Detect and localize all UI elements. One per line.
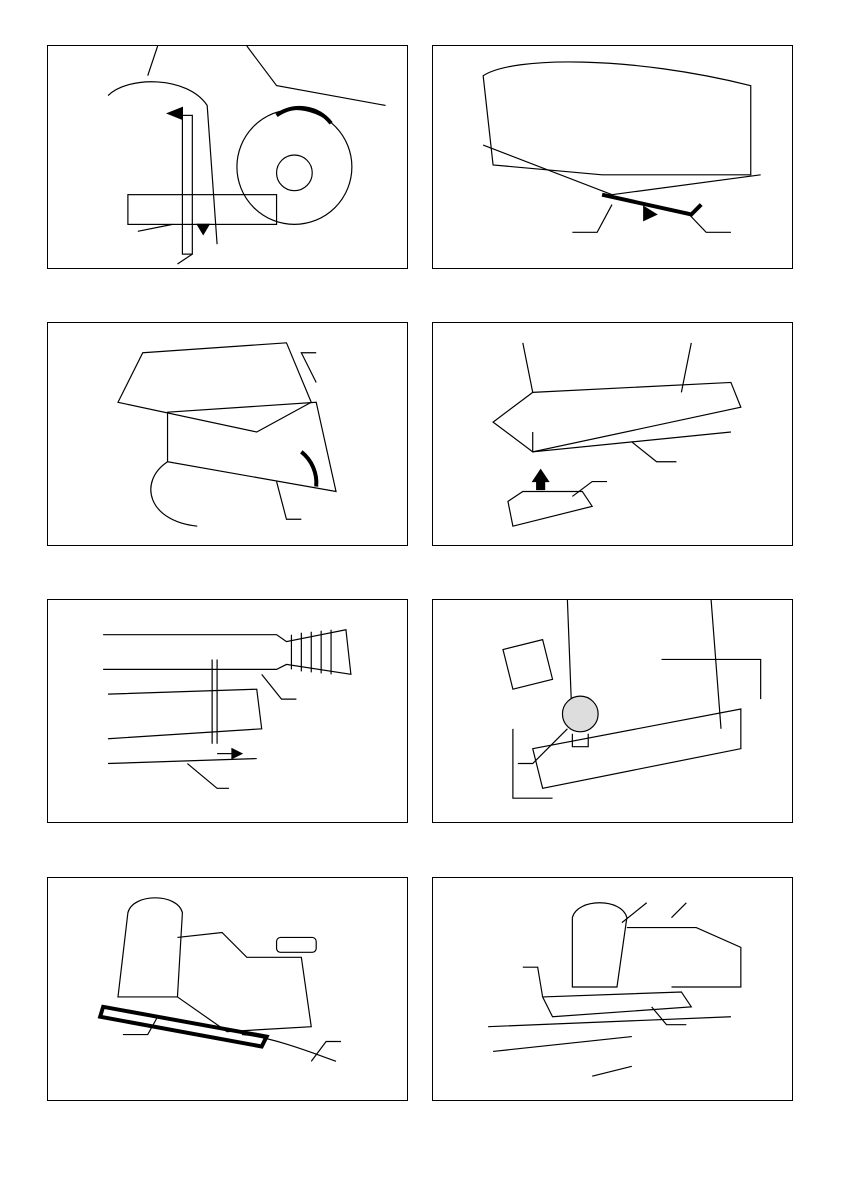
figure-4	[432, 322, 793, 546]
base-cover-attach-illustration	[117, 342, 337, 527]
figure-6	[432, 599, 793, 823]
figure-5	[47, 599, 408, 823]
figure-7	[47, 877, 408, 1101]
dust-nozzle-attach-illustration	[103, 629, 352, 789]
figure-8	[432, 877, 793, 1101]
anti-splintering-device-illustration	[492, 342, 742, 527]
hex-wrench-base-adjust-illustration	[482, 61, 761, 233]
figure-2	[432, 45, 793, 269]
jigsaw-blade-removal-illustration	[107, 46, 386, 265]
vacuum-hose-connect-illustration	[97, 897, 341, 1062]
figure-1	[47, 45, 408, 269]
figure-3	[47, 322, 408, 546]
knob-screw-illustration	[502, 600, 762, 799]
cutting-operation-illustration	[488, 902, 742, 1077]
